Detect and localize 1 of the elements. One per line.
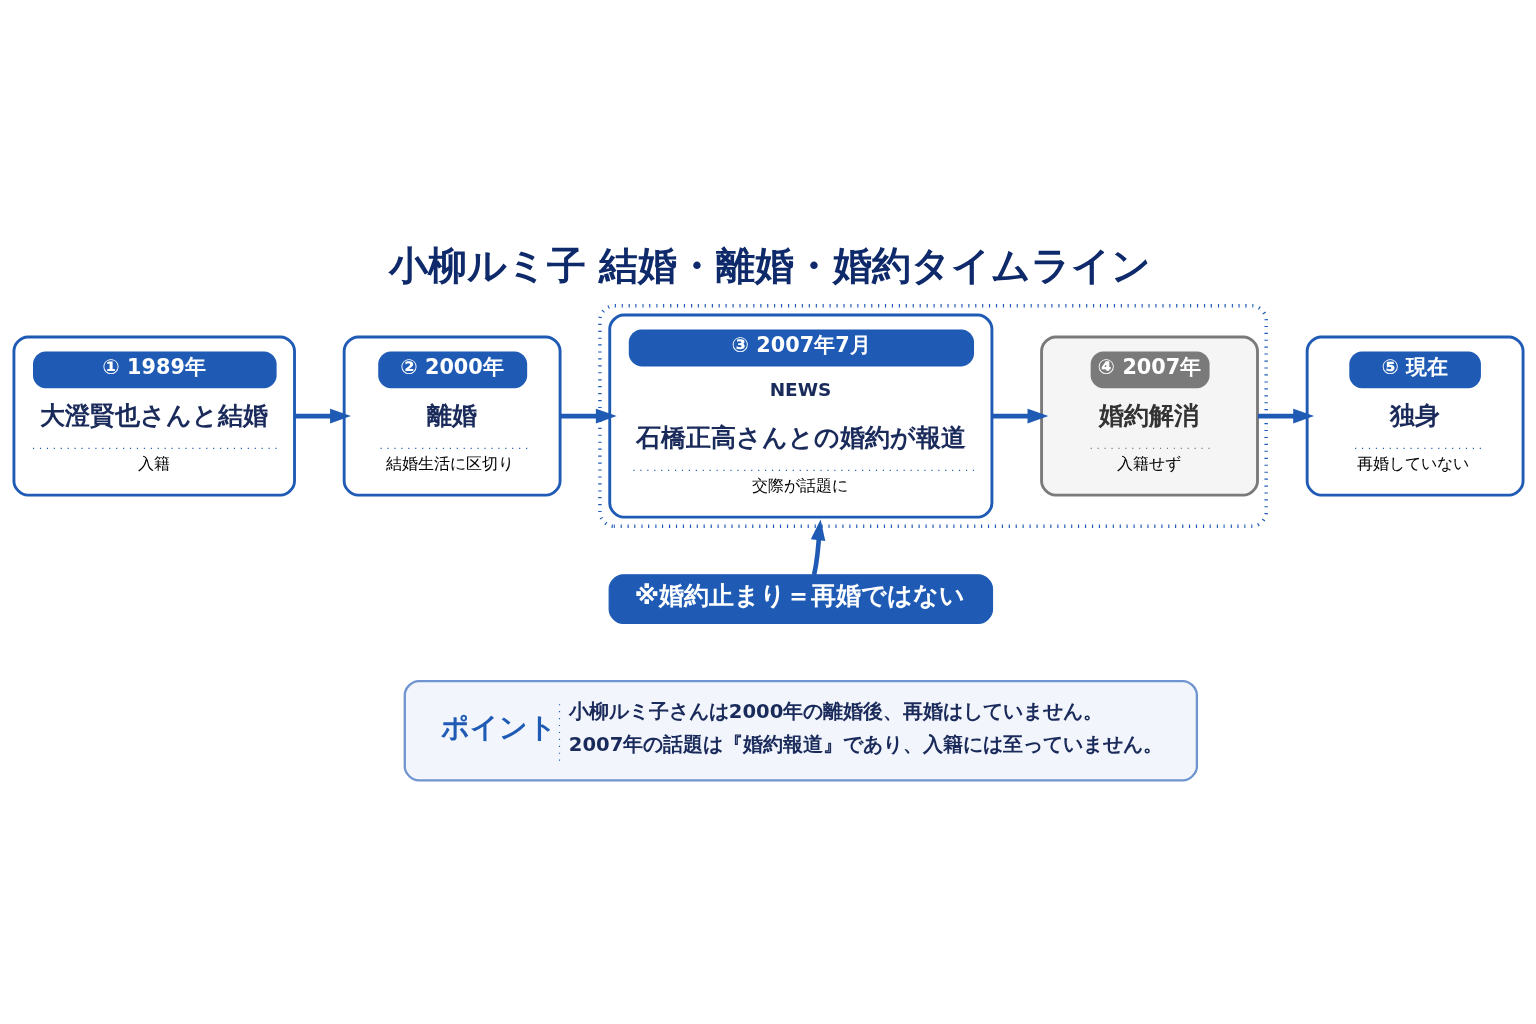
diagram-title: 小柳ルミ子 結婚・離婚・婚約タイムライン xyxy=(388,242,1151,288)
